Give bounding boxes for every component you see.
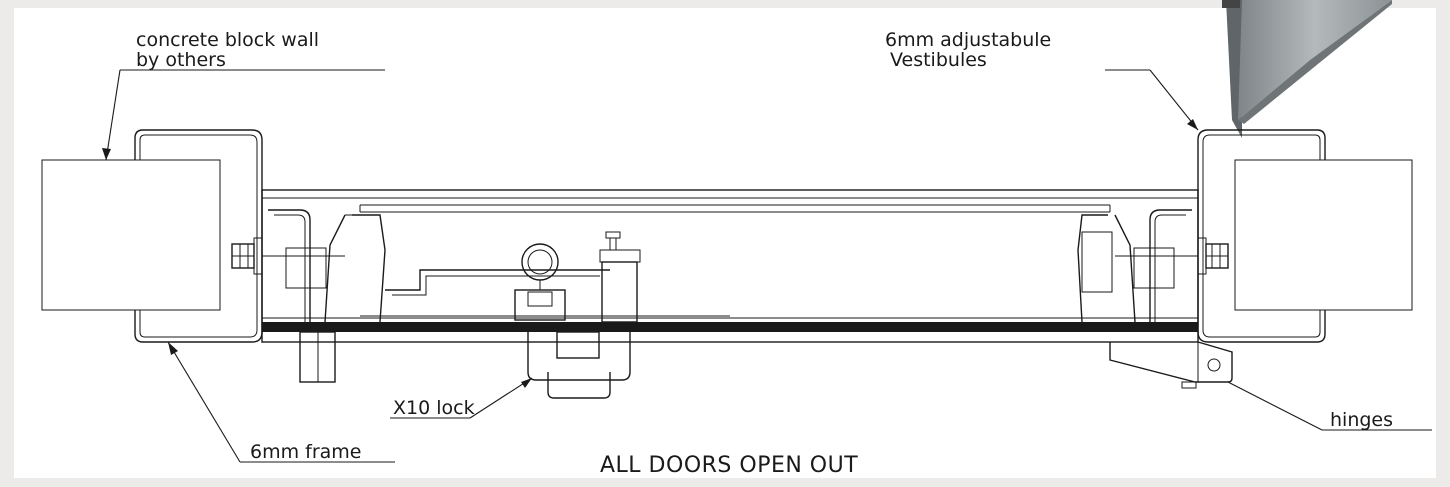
- label-vestibule-line1: 6mm adjustabule: [885, 29, 1051, 51]
- leader-lines: [102, 69, 1432, 463]
- label-wall-line1: concrete block wall: [136, 29, 319, 51]
- label-hinges: hinges: [1330, 409, 1393, 431]
- caption-doors-open-out: ALL DOORS OPEN OUT: [600, 453, 858, 478]
- left-bottom-stop: [299, 331, 336, 383]
- label-vestibule-line2: Vestibules: [890, 49, 987, 71]
- label-lock: X10 lock: [393, 397, 475, 419]
- lock-mechanism: [360, 231, 730, 399]
- hinge: [1109, 341, 1233, 389]
- left-bracket: [231, 209, 386, 323]
- door-leaf: [262, 322, 1198, 332]
- vestibule-panel-image: [1212, 0, 1392, 138]
- label-frame: 6mm frame: [250, 441, 362, 463]
- label-wall-line2: by others: [136, 49, 226, 71]
- left-concrete-wall: [41, 159, 221, 311]
- right-bracket: [1077, 209, 1229, 323]
- drawing-sheet: [14, 8, 1436, 478]
